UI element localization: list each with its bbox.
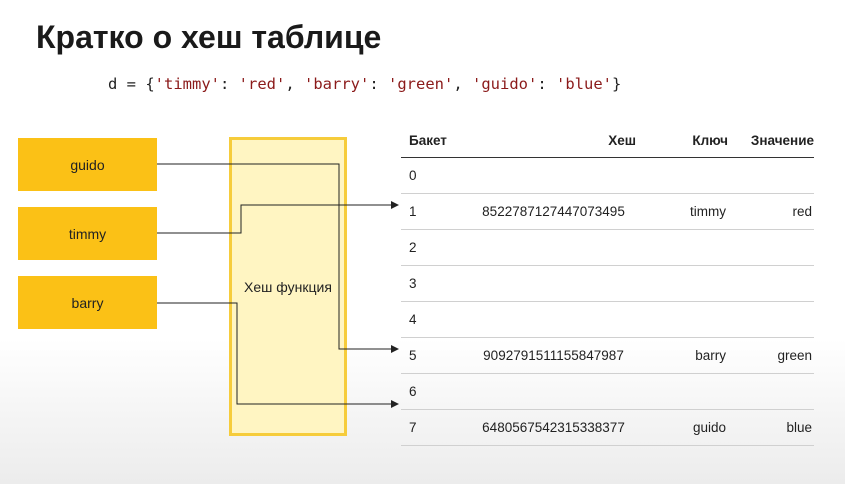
table-row: 6 xyxy=(401,374,814,410)
cell-bucket: 7 xyxy=(409,420,417,435)
hash-function-label: Хеш функция xyxy=(244,278,332,295)
key-box-barry: barry xyxy=(18,276,157,329)
table-row: 2 xyxy=(401,230,814,266)
arrow-barry xyxy=(157,302,399,408)
hash-function-box: Хеш функция xyxy=(229,137,347,436)
table-row: 5 9092791511155847987 barry green xyxy=(401,338,814,374)
cell-bucket: 3 xyxy=(409,276,417,291)
cell-bucket: 0 xyxy=(409,168,417,183)
code-key-guido: 'guido' xyxy=(472,75,538,93)
cell-hash: 9092791511155847987 xyxy=(483,348,624,363)
code-key-timmy: 'timmy' xyxy=(154,75,220,93)
cell-bucket: 2 xyxy=(409,240,417,255)
code-line: d = {'timmy': 'red', 'barry': 'green', '… xyxy=(108,75,622,93)
hash-table: Бакет Хеш Ключ Значение 0 1 852278712744… xyxy=(401,124,814,446)
cell-key: guido xyxy=(692,420,726,435)
header-hash: Хеш xyxy=(608,133,636,148)
key-box-guido: guido xyxy=(18,138,157,191)
table-row: 7 6480567542315338377 guido blue xyxy=(401,410,814,446)
table-row: 1 8522787127447073495 timmy red xyxy=(401,194,814,230)
arrow-guido xyxy=(157,163,399,353)
arrow-timmy xyxy=(157,201,399,234)
cell-bucket: 6 xyxy=(409,384,417,399)
code-suffix: } xyxy=(612,75,622,93)
cell-value: blue xyxy=(786,420,812,435)
table-row: 0 xyxy=(401,158,814,194)
key-box-timmy: timmy xyxy=(18,207,157,260)
code-value-green: 'green' xyxy=(388,75,454,93)
code-prefix: d = { xyxy=(108,75,155,93)
code-key-barry: 'barry' xyxy=(304,75,370,93)
header-value: Значение xyxy=(750,133,814,148)
cell-hash: 8522787127447073495 xyxy=(482,204,625,219)
cell-key: timmy xyxy=(690,204,726,219)
cell-bucket: 5 xyxy=(409,348,417,363)
code-value-blue: 'blue' xyxy=(556,75,613,93)
cell-bucket: 1 xyxy=(409,204,417,219)
code-value-red: 'red' xyxy=(238,75,286,93)
cell-value: red xyxy=(792,204,812,219)
slide-title: Кратко о хеш таблице xyxy=(36,19,382,55)
header-bucket: Бакет xyxy=(409,133,447,148)
table-row: 3 xyxy=(401,266,814,302)
cell-value: green xyxy=(777,348,812,363)
cell-hash: 6480567542315338377 xyxy=(482,420,625,435)
table-header: Бакет Хеш Ключ Значение xyxy=(401,124,814,158)
cell-key: barry xyxy=(695,348,726,363)
cell-bucket: 4 xyxy=(409,312,417,327)
header-key: Ключ xyxy=(692,133,728,148)
table-row: 4 xyxy=(401,302,814,338)
